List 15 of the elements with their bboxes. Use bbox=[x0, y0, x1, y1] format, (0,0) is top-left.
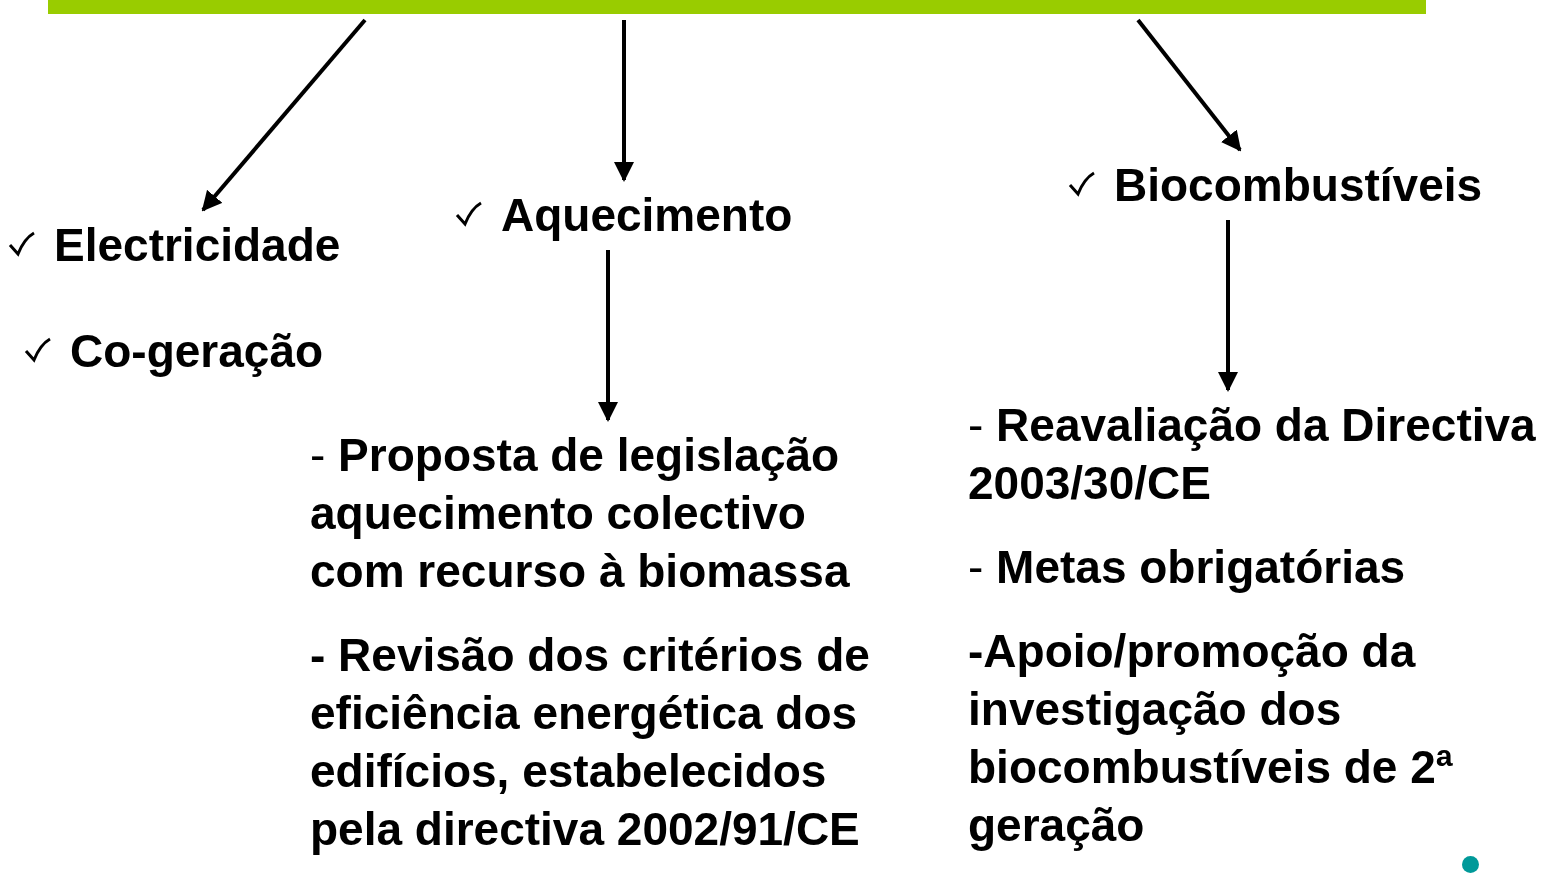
bullet-text: - Proposta de legislação aquecimento colectivo com recurso à biomassa bbox=[310, 428, 851, 599]
bullet-text: - Reavaliação da Directiva 2003/30/CE bbox=[968, 398, 1537, 511]
bullet-text: - Metas obrigatórias bbox=[968, 540, 1407, 595]
arrow bbox=[614, 20, 634, 182]
heading-text: Aquecimento bbox=[501, 189, 793, 241]
bullet-text: - Revisão dos critérios de eficiência energética dos edifícios, estabelecidos pela directiva 2002/91/CE bbox=[310, 628, 871, 857]
arrow bbox=[1136, 18, 1242, 152]
heading-text: Biocombustíveis bbox=[1114, 159, 1483, 211]
arrow bbox=[1218, 220, 1238, 392]
arrow bbox=[598, 250, 618, 422]
title-bar bbox=[48, 0, 1426, 14]
heading-text: Electricidade bbox=[54, 219, 341, 271]
bullet-text: -Apoio/promoção da investigação dos biocombustíveis de 2ª geração bbox=[968, 624, 1454, 853]
arrow bbox=[201, 18, 367, 212]
item-text: Co-geração bbox=[70, 325, 324, 377]
